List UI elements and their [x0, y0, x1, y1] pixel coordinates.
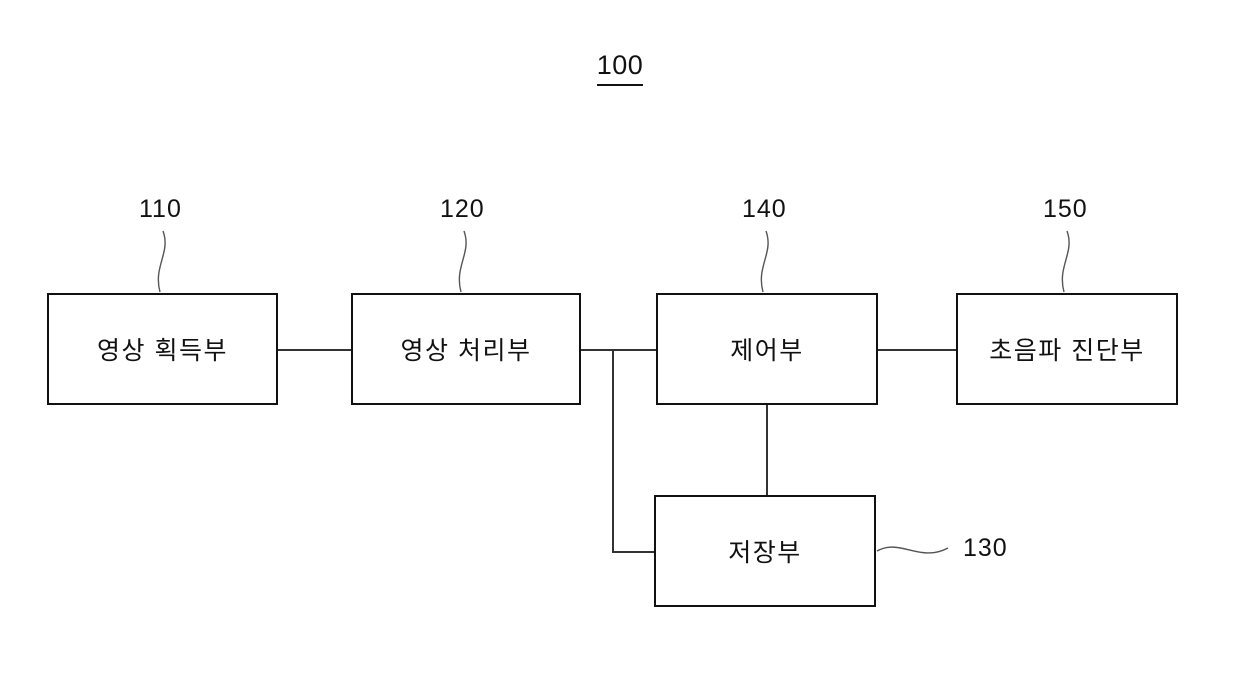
block-label-storage: 저장부	[728, 539, 802, 567]
block-ultrasound-diagnosis[interactable]: 초음파 진단부	[956, 293, 1178, 405]
block-controller[interactable]: 제어부	[656, 293, 878, 405]
connector-bus-to-storage	[612, 551, 655, 553]
ref-numeral-110: 110	[139, 195, 182, 224]
leader-line-120	[458, 230, 467, 293]
figure-number: 100	[0, 50, 1240, 86]
connector-bus-vertical	[612, 350, 614, 553]
ref-numeral-130-text: 130	[963, 534, 1008, 562]
block-label-ultrasound-diagnosis: 초음파 진단부	[989, 337, 1145, 365]
block-label-image-acquisition: 영상 획득부	[97, 337, 228, 365]
figure-number-text: 100	[596, 50, 644, 86]
connector-110-120	[278, 349, 352, 351]
leader-line-130	[876, 546, 949, 554]
block-image-acquisition[interactable]: 영상 획득부	[47, 293, 278, 405]
ref-numeral-140: 140	[742, 195, 787, 224]
ref-numeral-120-text: 120	[440, 195, 485, 223]
ref-numeral-120: 120	[440, 195, 485, 224]
ref-numeral-110-text: 110	[139, 195, 182, 223]
connector-140-130	[766, 405, 768, 497]
leader-line-110	[157, 230, 166, 293]
connector-140-150	[878, 349, 957, 351]
block-label-controller: 제어부	[730, 337, 804, 365]
block-storage[interactable]: 저장부	[654, 495, 876, 607]
block-image-processing[interactable]: 영상 처리부	[351, 293, 581, 405]
leader-line-140	[760, 230, 769, 293]
ref-numeral-150-text: 150	[1043, 195, 1088, 223]
connector-120-140	[580, 349, 657, 351]
ref-numeral-150: 150	[1043, 195, 1088, 224]
block-label-image-processing: 영상 처리부	[400, 337, 532, 365]
ref-numeral-140-text: 140	[742, 195, 787, 223]
leader-line-150	[1061, 230, 1070, 293]
ref-numeral-130: 130	[963, 534, 1008, 563]
